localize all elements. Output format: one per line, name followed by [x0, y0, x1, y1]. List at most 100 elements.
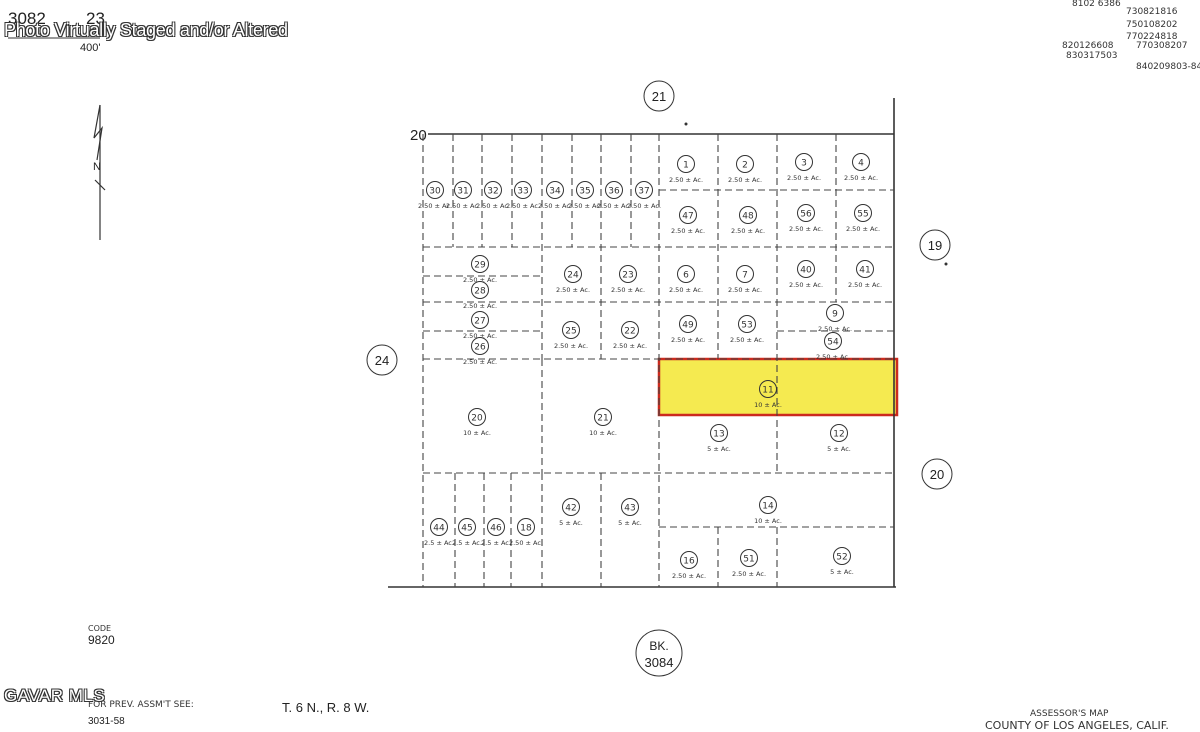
parcel-number-circle [833, 547, 851, 565]
parcel-acreage: 2.50 ± Ac. [669, 176, 703, 184]
parcel-number: 24 [567, 271, 579, 281]
parcel-acreage: 2.50 ± Ac. [846, 225, 880, 233]
parcel-acreage: 2.50 ± Ac. [789, 281, 823, 289]
map-page-number: 23 [86, 9, 105, 28]
parcel-number-circle [710, 424, 728, 442]
parcel-number-circle [852, 153, 870, 171]
parcel-48: 482.50 ± Ac. [731, 206, 765, 235]
parcel-acreage: 2.50 ± Ac. [672, 572, 706, 580]
parcel-51: 512.50 ± Ac. [732, 549, 766, 578]
parcel-number-circle [546, 181, 564, 199]
parcel-number: 28 [474, 287, 486, 297]
parcel-acreage: 2.5 ± Ac. [424, 539, 454, 547]
prev-assessment-ref: 3031-58 [88, 716, 125, 727]
parcel-number: 21 [597, 414, 608, 424]
parcel-number-circle [677, 265, 695, 283]
book-ref-prefix: BK. [649, 639, 668, 653]
parcel-acreage: 2.50 ± Ac. [538, 202, 572, 210]
parcel-43: 435 ± Ac. [618, 498, 642, 527]
parcel-acreage: 2.50 ± Ac. [611, 286, 645, 294]
parcel-acreage: 2.50 ± Ac. [463, 276, 497, 284]
parcel-42: 425 ± Ac. [559, 498, 583, 527]
parcel-number-circle [797, 204, 815, 222]
adjacent-section-24: 24 [366, 344, 398, 376]
parcel-acreage: 2.50 ± Ac. [671, 336, 705, 344]
code-value: 9820 [88, 633, 115, 647]
parcel-number-circle [826, 304, 844, 322]
parcel-30: 302.50 ± Ac. [418, 181, 452, 210]
note-6: 820126608 [1062, 41, 1114, 51]
parcel-number: 54 [827, 338, 839, 348]
parcel-number-circle [564, 265, 582, 283]
parcel-labels: 12.50 ± Ac.22.50 ± Ac.32.50 ± Ac.42.50 ±… [418, 153, 882, 580]
parcel-number: 47 [682, 212, 693, 222]
parcel-number: 16 [683, 557, 695, 567]
parcel-49: 492.50 ± Ac. [671, 315, 705, 344]
parcel-40: 402.50 ± Ac. [789, 260, 823, 289]
parcel-45: 452.5 ± Ac. [452, 518, 482, 547]
parcel-number-circle [740, 549, 758, 567]
parcel-4: 42.50 ± Ac. [844, 153, 878, 182]
parcel-number-circle [830, 424, 848, 442]
note-3: 750108202 [1126, 20, 1178, 30]
parcel-34: 34 2.50 ± Ac. [538, 181, 572, 210]
parcel-number-circle [797, 260, 815, 278]
parcel-acreage: 2.50 ± Ac. [844, 174, 878, 182]
parcel-32: 322.50 ± Ac. [476, 181, 510, 210]
parcel-acreage: 2.50 ± Ac. [463, 302, 497, 310]
parcel-41: 412.50 ± Ac. [848, 260, 882, 289]
parcel-29: 292.50 ± Ac. [463, 255, 497, 284]
parcel-number-circle [458, 518, 476, 536]
parcel-56: 56 2.50 ± Ac. [789, 204, 823, 233]
parcel-number-circle [562, 321, 580, 339]
parcel-25: 252.50 ± Ac. [554, 321, 588, 350]
parcel-number: 56 [800, 210, 812, 220]
book-ref-number: 3084 [645, 655, 674, 670]
parcel-28: 28 2.50 ± Ac. [463, 281, 497, 310]
parcel-acreage: 2.50 ± Ac. [506, 202, 540, 210]
parcel-number-circle [514, 181, 532, 199]
section-boundary [388, 98, 896, 588]
parcel-number-circle [576, 181, 594, 199]
adjacent-section-21: 21 [643, 80, 688, 126]
parcel-acreage: 2.50 ± Ac. [730, 336, 764, 344]
parcel-3: 32.50 ± Ac. [787, 153, 821, 182]
parcel-acreage: 2.50 ± Ac. [463, 332, 497, 340]
parcel-acreage: 2.50 ± Ac. [446, 202, 480, 210]
parcel-number: 7 [742, 271, 748, 281]
parcel-acreage: 2.50 ± Ac. [816, 353, 850, 361]
parcel-37: 372.50 ± Ac. [627, 181, 661, 210]
parcel-number-circle [487, 518, 505, 536]
parcel-number: 33 [517, 187, 528, 197]
parcel-number: 9 [832, 310, 838, 320]
parcel-acreage: 2.50 ± Ac. [627, 202, 661, 210]
prev-assessment-label: FOR PREV. ASSM'T SEE: [88, 700, 194, 710]
parcel-number-circle [619, 265, 637, 283]
parcel-number: 6 [683, 271, 689, 281]
parcel-number-circle [471, 255, 489, 273]
parcel-number: 53 [741, 321, 752, 331]
parcel-35: 352.50 ± Ac. [568, 181, 602, 210]
parcel-acreage: 2.50 ± Ac. [728, 286, 762, 294]
note-2: 730821816 [1126, 7, 1178, 17]
parcel-number: 42 [565, 504, 576, 514]
parcel-number: 27 [474, 317, 485, 327]
recording-notes: 8102 6386 730821816 750108202 770224818 … [1062, 0, 1200, 72]
mls-logo: GAVAR MLS [4, 686, 106, 705]
parcel-number: 34 [549, 187, 561, 197]
parcel-number: 32 [487, 187, 498, 197]
parcel-acreage: 2.50 ± Ac. [789, 225, 823, 233]
parcel-number-circle [484, 181, 502, 199]
parcel-acreage: 2.50 ± Ac. [418, 202, 452, 210]
parcel-number: 26 [474, 343, 486, 353]
highlighted-parcel[interactable] [657, 357, 899, 417]
parcel-33: 33 2.50 ± Ac. [506, 181, 540, 210]
parcel-number: 3 [801, 159, 807, 169]
parcel-acreage: 5 ± Ac. [827, 445, 851, 453]
parcel-number-circle [824, 332, 842, 350]
parcel-acreage: 5 ± Ac. [618, 519, 642, 527]
parcel-6: 62.50 ± Ac. [669, 265, 703, 294]
